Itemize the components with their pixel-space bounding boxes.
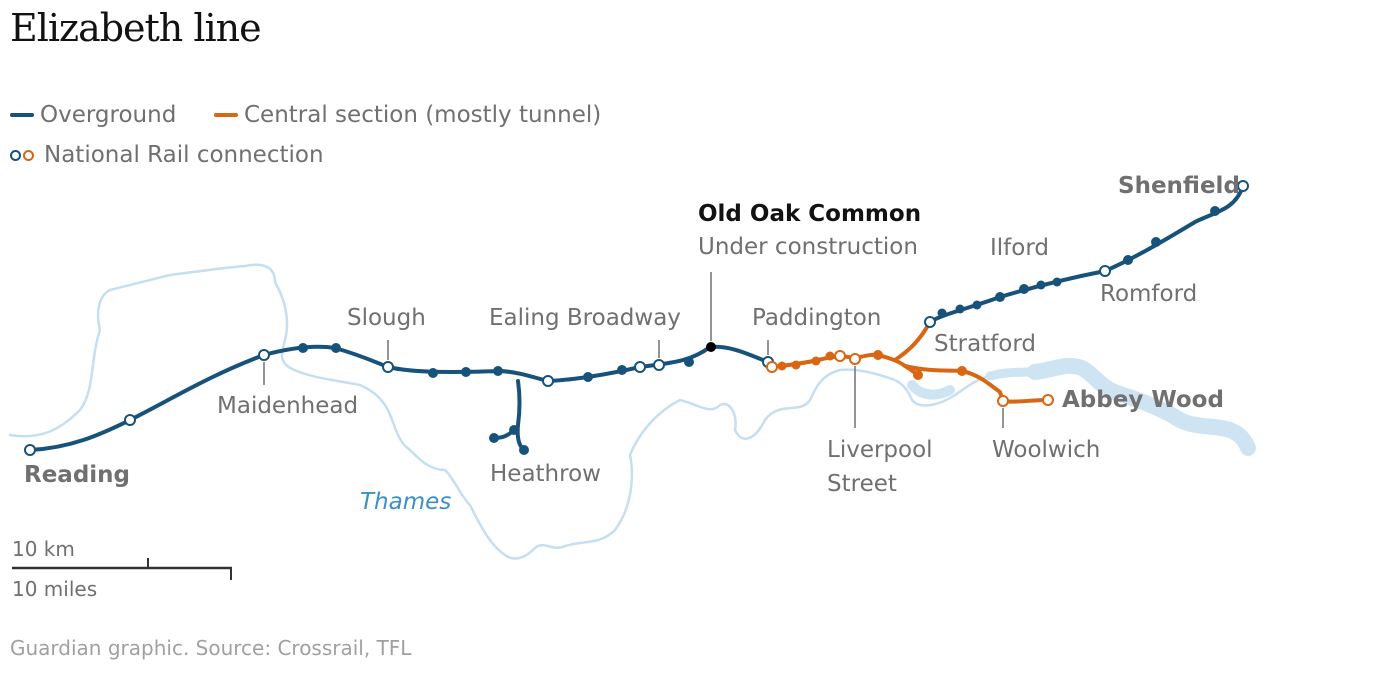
label-maidenhead: Maidenhead bbox=[217, 393, 358, 419]
chart-title: Elizabeth line bbox=[10, 6, 262, 50]
label-woolwich: Woolwich bbox=[992, 437, 1100, 463]
national-rail-rings bbox=[24, 180, 1249, 456]
label-romford: Romford bbox=[1100, 281, 1197, 307]
overground-line-swatch-icon bbox=[10, 113, 34, 117]
label-ilford: Ilford bbox=[990, 235, 1049, 261]
leader-lines bbox=[263, 272, 1004, 428]
scale-bar: 10 km 10 miles bbox=[12, 537, 232, 601]
label-abbey-wood: Abbey Wood bbox=[1062, 387, 1224, 413]
national-rail-ring-icon bbox=[10, 149, 36, 161]
old-oak-common-marker-icon bbox=[706, 342, 716, 352]
legend-central: Central section (mostly tunnel) bbox=[214, 102, 601, 128]
legend-national-rail: National Rail connection bbox=[10, 142, 324, 168]
label-street: Street bbox=[827, 471, 897, 497]
central-station-dots bbox=[777, 350, 967, 380]
legend-overground: Overground bbox=[10, 102, 176, 128]
label-old-oak-common: Old Oak Common bbox=[698, 201, 921, 227]
label-heathrow: Heathrow bbox=[490, 461, 601, 487]
station-dots bbox=[298, 206, 1220, 455]
label-stratford: Stratford bbox=[934, 331, 1036, 357]
legend-central-label: Central section (mostly tunnel) bbox=[244, 102, 602, 128]
thames-river bbox=[8, 263, 1256, 560]
source-note: Guardian graphic. Source: Crossrail, TFL bbox=[10, 636, 412, 660]
label-ealing-broadway: Ealing Broadway bbox=[489, 305, 681, 331]
label-liverpool: Liverpool bbox=[827, 437, 933, 463]
label-reading: Reading bbox=[24, 462, 130, 488]
label-under-construction: Under construction bbox=[698, 234, 918, 260]
legend-overground-label: Overground bbox=[40, 102, 177, 128]
label-shenfield: Shenfield bbox=[1118, 173, 1240, 199]
legend-national-rail-label: National Rail connection bbox=[44, 142, 324, 168]
scale-miles-label: 10 miles bbox=[12, 577, 97, 601]
scale-km-label: 10 km bbox=[12, 537, 75, 561]
label-thames: Thames bbox=[360, 489, 451, 515]
central-line-swatch-icon bbox=[214, 113, 238, 117]
label-slough: Slough bbox=[347, 305, 426, 331]
label-paddington: Paddington bbox=[752, 305, 881, 331]
